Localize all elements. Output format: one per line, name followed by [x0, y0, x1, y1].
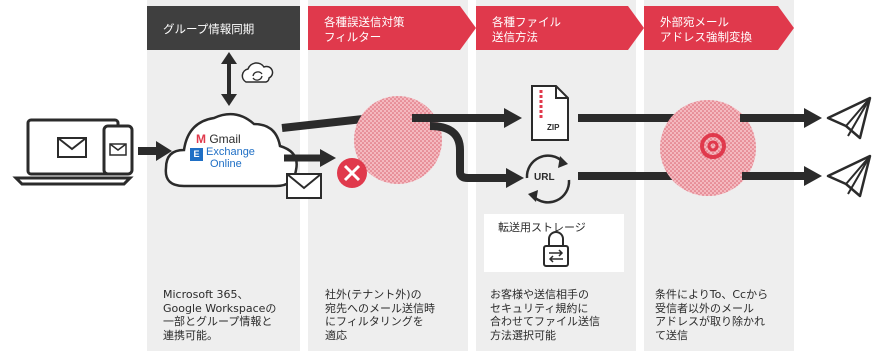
description-line: アドレスが取り除かれ — [655, 315, 765, 328]
exchange-label-line1: Exchange — [206, 146, 255, 158]
header-chevron — [628, 6, 644, 50]
filter-circle — [354, 96, 442, 184]
header-group-sync-label: グループ情報同期 — [163, 22, 255, 36]
reject-icon — [337, 158, 367, 188]
description-line: 宛先へのメール送信時 — [325, 301, 435, 315]
paper-plane-icon — [826, 96, 872, 140]
header-file-send: 各種ファイル 送信方法 — [476, 6, 644, 50]
header-chevron — [778, 6, 794, 50]
zip-file-icon — [531, 85, 569, 141]
storage-lock-icon — [543, 231, 569, 267]
cloud-icon — [164, 112, 298, 188]
header-filter: 各種誤送信対策 フィルター — [308, 6, 476, 50]
header-address-convert-line1: 外部宛メール — [660, 15, 729, 29]
arrowhead — [506, 168, 524, 188]
description-filter: 社外(テナント外)の 宛先へのメール送信時 にフィルタリングを 適応 — [325, 288, 435, 342]
description-line: にフィルタリングを — [325, 315, 424, 328]
header-filter-line1: 各種誤送信対策 — [324, 15, 405, 29]
header-address-convert-line2: アドレス強制変換 — [660, 30, 752, 44]
exchange-label: Exchange Online — [206, 146, 255, 170]
header-file-send-line1: 各種ファイル — [492, 15, 561, 29]
arrowhead — [804, 108, 822, 128]
description-line: て送信 — [655, 328, 688, 342]
gmail-logo: M Gmail — [196, 132, 241, 146]
header-chevron — [460, 6, 476, 50]
arrowhead — [804, 166, 822, 186]
description-line: Google Workspaceの — [163, 301, 277, 315]
description-line: 社外(テナント外)の — [325, 288, 422, 301]
cloud-sync-icon — [241, 62, 274, 83]
at-sign-icon — [700, 133, 726, 159]
description-line: 一部とグループ情報と — [163, 315, 273, 328]
description-address-convert: 条件によりTo、Ccから 受信者以外のメール アドレスが取り除かれ て送信 — [655, 288, 768, 342]
description-line: お客様や送信相手の — [490, 288, 589, 301]
paper-plane-icon — [826, 154, 872, 198]
arrowhead — [504, 108, 522, 128]
arrowhead — [320, 149, 336, 167]
gmail-label: Gmail — [209, 132, 241, 146]
url-label: URL — [534, 172, 555, 183]
description-line: Microsoft 365、 — [163, 288, 249, 301]
storage-label: 転送用ストレージ — [498, 221, 586, 234]
arrowhead — [156, 141, 172, 161]
exchange-label-line2: Online — [210, 158, 242, 170]
header-address-convert: 外部宛メール アドレス強制変換 — [644, 6, 794, 50]
rejected-mail-icon — [286, 173, 322, 199]
arrow-cloud-to-filter-top — [281, 114, 373, 132]
zip-label: ZIP — [547, 123, 560, 132]
exchange-logo-icon: E — [190, 148, 203, 161]
description-line: セキュリティ規約に — [490, 301, 589, 315]
url-cycle-icon — [525, 154, 571, 204]
header-file-send-line2: 送信方法 — [492, 30, 538, 44]
arrow-filter-to-url — [429, 122, 508, 182]
description-line: 条件によりTo、Ccから — [655, 288, 769, 301]
description-line: 合わせてファイル送信 — [490, 315, 600, 328]
description-line: 方法選択可能 — [490, 328, 556, 342]
header-filter-line2: フィルター — [324, 30, 382, 44]
smartphone-icon — [102, 124, 134, 176]
description-line: 適応 — [325, 328, 347, 342]
description-line: 連携可能。 — [163, 328, 218, 342]
header-group-sync: グループ情報同期 — [147, 6, 300, 50]
description-group-sync: Microsoft 365、 Google Workspaceの 一部とグループ… — [163, 288, 276, 342]
description-file-send: お客様や送信相手の セキュリティ規約に 合わせてファイル送信 方法選択可能 — [490, 288, 600, 342]
sync-arrow — [221, 52, 237, 106]
description-line: 受信者以外のメール — [655, 301, 754, 315]
